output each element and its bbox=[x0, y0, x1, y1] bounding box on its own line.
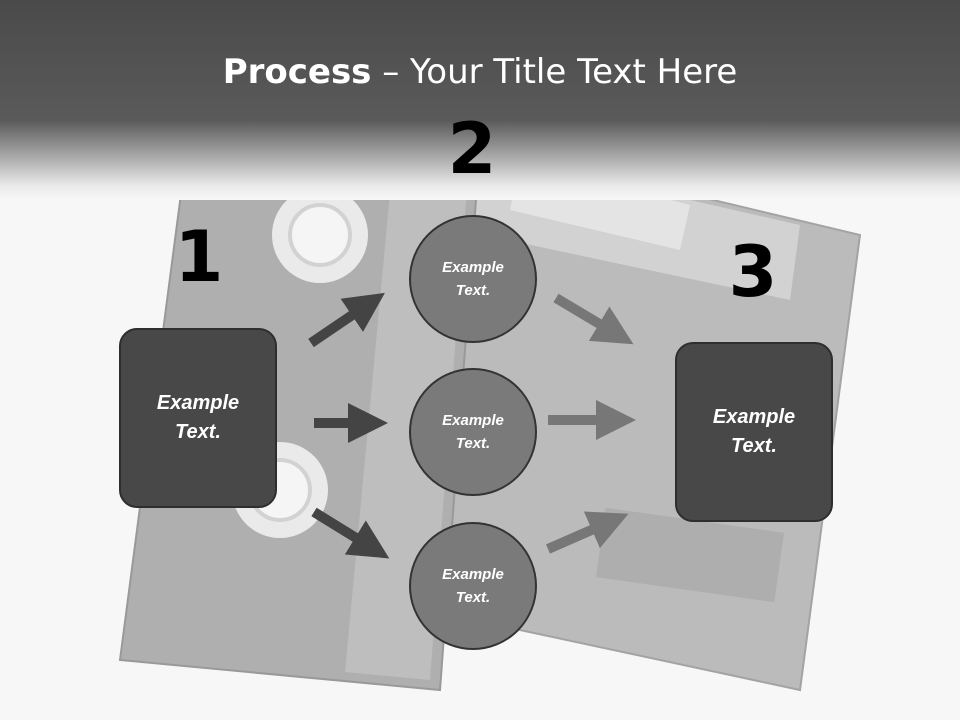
title-bar bbox=[0, 0, 960, 200]
arrow-bottom-to-right bbox=[545, 511, 629, 554]
arrow-top-to-right bbox=[553, 293, 634, 345]
title-bold: Process bbox=[222, 52, 372, 92]
left-process-box: Example Text. bbox=[119, 328, 277, 508]
step-number-2: 2 bbox=[447, 108, 497, 190]
slide-title: Process – Your Title Text Here bbox=[0, 52, 960, 92]
step-number-1: 1 bbox=[174, 216, 224, 298]
circle-top: Example Text. bbox=[409, 215, 537, 343]
title-rest: – Your Title Text Here bbox=[371, 52, 738, 92]
arrow-left-to-bottom bbox=[311, 507, 390, 559]
right-process-box: Example Text. bbox=[675, 342, 833, 522]
arrow-left-to-top bbox=[308, 292, 385, 348]
circle-middle: Example Text. bbox=[409, 368, 537, 496]
step-number-3: 3 bbox=[728, 231, 778, 313]
circle-bottom: Example Text. bbox=[409, 522, 537, 650]
